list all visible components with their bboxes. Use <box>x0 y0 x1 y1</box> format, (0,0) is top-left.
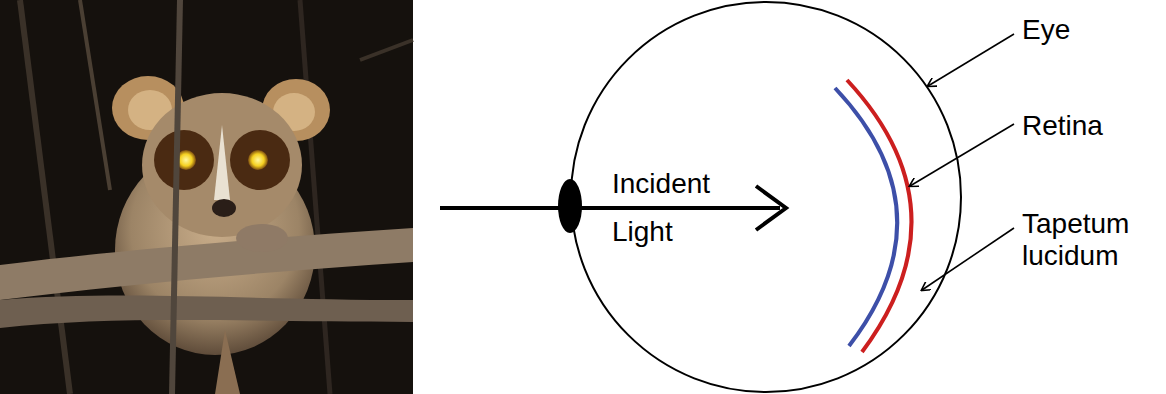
arrowhead <box>756 186 786 230</box>
leader-line <box>910 124 1014 186</box>
incident-light-arrow <box>440 206 780 210</box>
twig <box>80 0 110 190</box>
photo-background <box>0 0 413 394</box>
retina-arc <box>835 88 897 346</box>
twig <box>20 0 70 394</box>
eye-diagram <box>440 2 1014 392</box>
lemur-eye <box>230 130 290 190</box>
leader-line <box>928 34 1014 86</box>
retina-label: Retina <box>1022 110 1152 142</box>
eyeball <box>571 2 961 392</box>
twig <box>360 40 413 60</box>
lemur-photo <box>0 0 413 394</box>
twig <box>300 0 330 394</box>
lemur-head <box>142 93 302 237</box>
lemur-tail <box>215 330 240 394</box>
incident-light-label: Incident Light <box>612 160 737 256</box>
eye-shine <box>248 150 268 170</box>
tapetum-lucidum-label: Tapetum lucidum <box>1022 208 1152 272</box>
lemur-hand <box>236 224 288 252</box>
lemur-stripe <box>214 125 230 200</box>
lemur-nose <box>212 199 236 217</box>
eye-label: Eye <box>1022 14 1142 46</box>
twig <box>172 0 180 394</box>
lemur-eye <box>154 130 214 190</box>
branch <box>0 228 413 300</box>
leader-line <box>922 228 1014 290</box>
tapetum-lucidum-arc <box>847 80 911 352</box>
branch <box>0 296 413 328</box>
